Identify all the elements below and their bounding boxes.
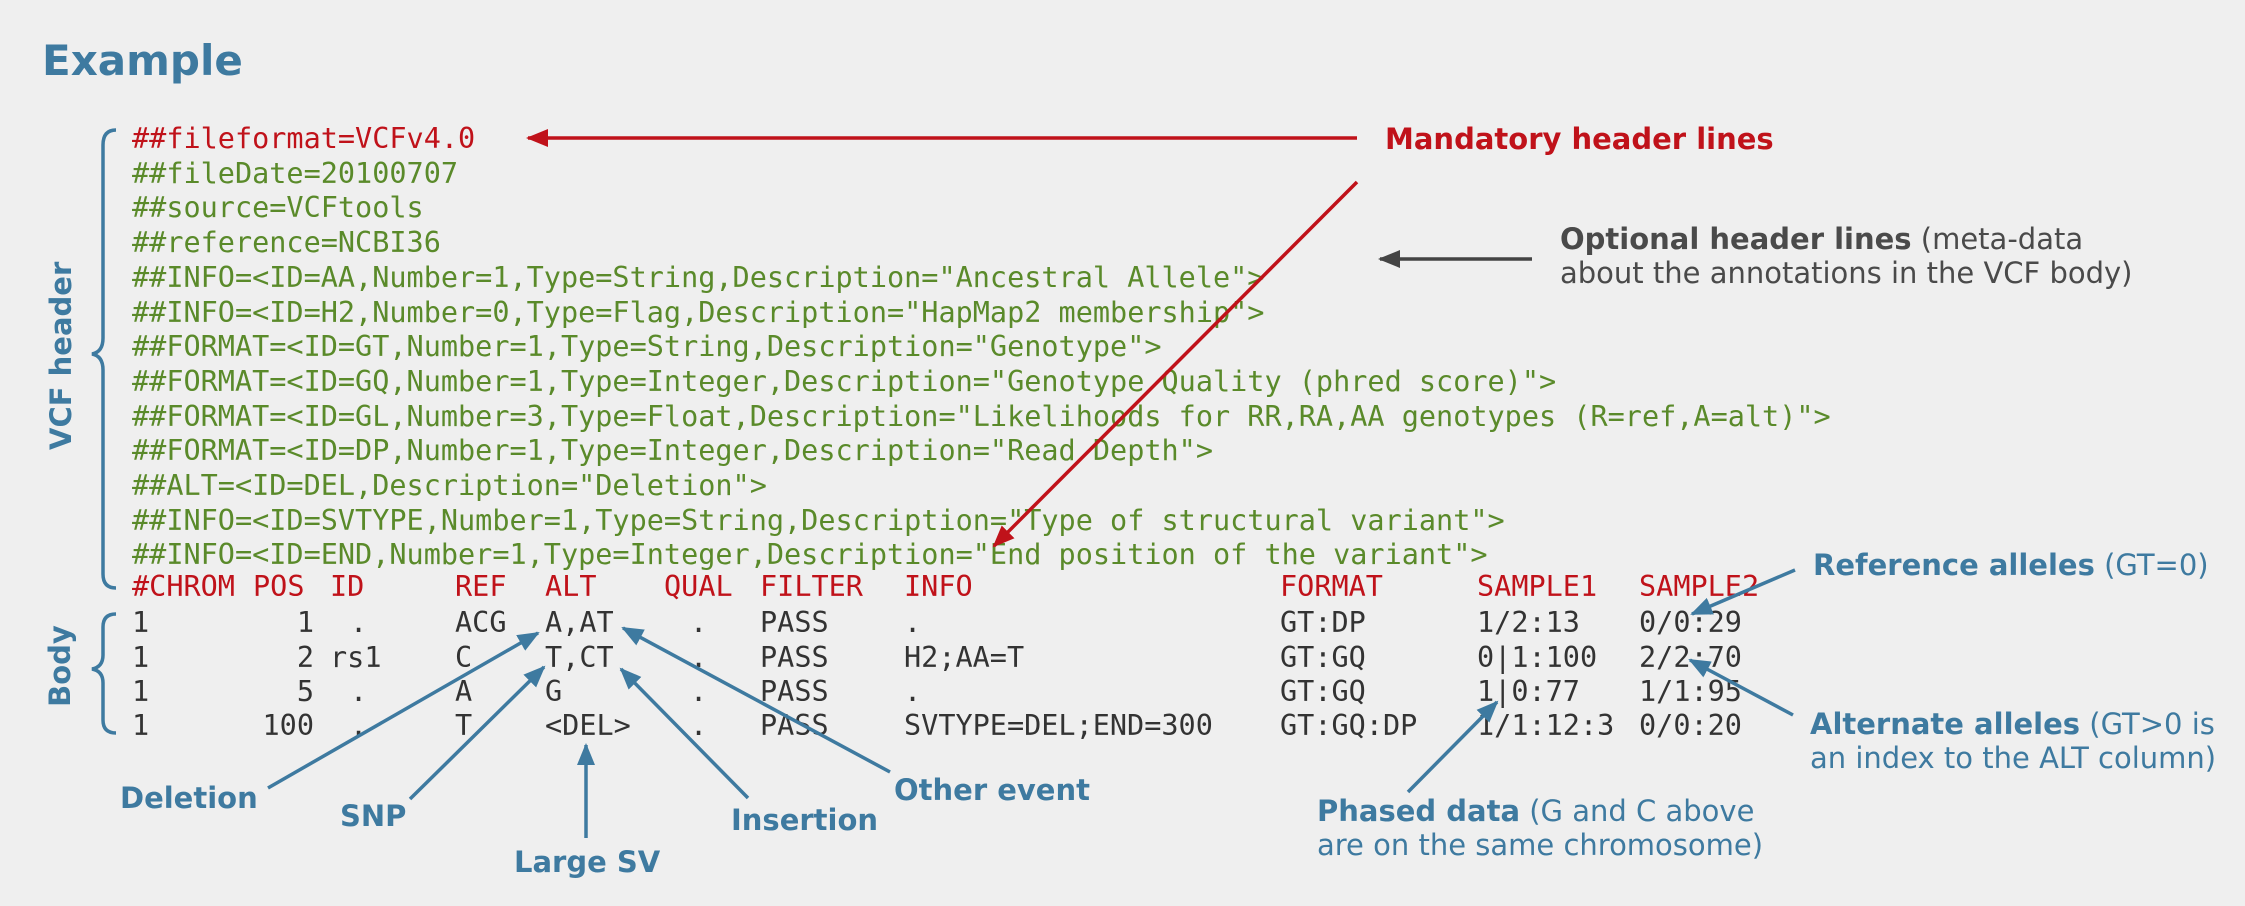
table-cell: GT:GQ:DP bbox=[1280, 709, 1418, 742]
header-line: ##INFO=<ID=END,Number=1,Type=Integer,Des… bbox=[132, 538, 1488, 572]
table-cell: PASS bbox=[760, 709, 829, 742]
column-header: INFO bbox=[904, 570, 973, 603]
table-cell: C bbox=[455, 641, 473, 674]
page-title: Example bbox=[42, 36, 243, 85]
column-header: POS bbox=[253, 570, 305, 603]
table-cell: PASS bbox=[760, 606, 829, 639]
table-cell: 1 bbox=[132, 641, 150, 674]
table-cell: <DEL> bbox=[545, 709, 631, 742]
header-line: ##source=VCFtools bbox=[132, 191, 424, 225]
body-brace bbox=[91, 612, 117, 735]
table-cell: . bbox=[690, 675, 708, 708]
header-line: ##FORMAT=<ID=GL,Number=3,Type=Float,Desc… bbox=[132, 399, 1831, 433]
table-cell: 1 bbox=[296, 606, 314, 639]
phased-data-annotation: Phased data (G and C above are on the sa… bbox=[1317, 794, 1763, 862]
table-cell: rs1 bbox=[330, 641, 382, 674]
header-line: ##INFO=<ID=H2,Number=0,Type=Flag,Descrip… bbox=[132, 295, 1265, 329]
reference-alleles-annotation: Reference alleles (GT=0) bbox=[1813, 548, 2209, 582]
optional-header-desc-2: about the annotations in the VCF body) bbox=[1560, 256, 2133, 290]
optional-header-desc-1: (meta-data bbox=[1920, 222, 2084, 256]
deletion-arrow bbox=[267, 631, 540, 790]
reference-alleles-desc: (GT=0) bbox=[2104, 548, 2209, 582]
header-line: ##FORMAT=<ID=GQ,Number=1,Type=Integer,De… bbox=[132, 364, 1557, 398]
vcf-header-brace bbox=[91, 128, 117, 590]
phased-arrow bbox=[1406, 700, 1499, 794]
optional-header-title: Optional header lines bbox=[1560, 222, 1912, 256]
column-header: SAMPLE1 bbox=[1477, 570, 1598, 603]
reference-arrow bbox=[1690, 568, 1796, 616]
table-cell: 0|1:100 bbox=[1477, 641, 1598, 674]
column-header: SAMPLE2 bbox=[1639, 570, 1760, 603]
table-cell: 2 bbox=[296, 641, 314, 674]
alternate-alleles-desc-2: an index to the ALT column) bbox=[1810, 741, 2217, 775]
other-event-annotation: Other event bbox=[894, 773, 1090, 807]
table-cell: T bbox=[455, 709, 473, 742]
mandatory-arrow-2 bbox=[992, 180, 1359, 548]
table-cell: A,AT bbox=[545, 606, 614, 639]
table-cell: 1/2:13 bbox=[1477, 606, 1580, 639]
reference-alleles-title: Reference alleles bbox=[1813, 548, 2095, 582]
phased-data-desc-1: (G and C above bbox=[1529, 794, 1755, 828]
table-cell: ACG bbox=[455, 606, 507, 639]
header-line: ##FORMAT=<ID=DP,Number=1,Type=Integer,De… bbox=[132, 434, 1213, 468]
deletion-annotation: Deletion bbox=[120, 781, 258, 815]
header-line: ##INFO=<ID=AA,Number=1,Type=String,Descr… bbox=[132, 260, 1265, 294]
table-cell: . bbox=[350, 675, 368, 708]
table-cell: PASS bbox=[760, 675, 829, 708]
alternate-arrow bbox=[1688, 658, 1794, 717]
table-cell: PASS bbox=[760, 641, 829, 674]
table-cell: 5 bbox=[296, 675, 314, 708]
table-cell: 1 bbox=[132, 709, 150, 742]
alternate-alleles-title: Alternate alleles bbox=[1810, 707, 2081, 741]
snp-annotation: SNP bbox=[340, 799, 407, 833]
table-cell: 1 bbox=[132, 606, 150, 639]
optional-header-annotation: Optional header lines (meta-data about t… bbox=[1560, 222, 2132, 290]
table-cell: . bbox=[690, 606, 708, 639]
table-cell: GT:GQ bbox=[1280, 641, 1366, 674]
table-cell: . bbox=[904, 606, 922, 639]
large-sv-annotation: Large SV bbox=[514, 845, 661, 879]
table-cell: G bbox=[545, 675, 563, 708]
table-cell: . bbox=[904, 675, 922, 708]
header-line: ##reference=NCBI36 bbox=[132, 226, 441, 260]
phased-data-desc-2: are on the same chromosome) bbox=[1317, 828, 1764, 862]
alternate-alleles-annotation: Alternate alleles (GT>0 is an index to t… bbox=[1810, 707, 2216, 775]
table-cell: GT:GQ bbox=[1280, 675, 1366, 708]
column-header: ALT bbox=[545, 570, 597, 603]
column-header: #CHROM bbox=[132, 570, 235, 603]
table-cell: A bbox=[455, 675, 473, 708]
header-line: ##ALT=<ID=DEL,Description="Deletion"> bbox=[132, 469, 767, 502]
column-header: FILTER bbox=[760, 570, 863, 603]
table-cell: H2;AA=T bbox=[904, 641, 1025, 674]
table-cell: 1/1:12:3 bbox=[1477, 709, 1615, 742]
insertion-arrow bbox=[619, 667, 750, 800]
header-line: ##fileformat=VCFv4.0 bbox=[132, 122, 476, 155]
table-cell: 0/0:20 bbox=[1639, 709, 1742, 742]
table-cell: . bbox=[690, 709, 708, 742]
table-cell: SVTYPE=DEL;END=300 bbox=[904, 709, 1213, 742]
header-line: ##fileDate=20100707 bbox=[132, 156, 459, 190]
table-cell: GT:DP bbox=[1280, 606, 1366, 639]
table-cell: . bbox=[350, 606, 368, 639]
column-header: ID bbox=[330, 570, 365, 603]
column-header: REF bbox=[455, 570, 507, 603]
column-header: QUAL bbox=[664, 570, 733, 603]
phased-data-title: Phased data bbox=[1317, 794, 1521, 828]
insertion-annotation: Insertion bbox=[731, 803, 879, 837]
column-header: FORMAT bbox=[1280, 570, 1383, 603]
mandatory-header-annotation: Mandatory header lines bbox=[1385, 122, 1774, 156]
alternate-alleles-desc-1: (GT>0 is bbox=[2089, 707, 2215, 741]
table-cell: 100 bbox=[262, 709, 314, 742]
header-line: ##INFO=<ID=SVTYPE,Number=1,Type=String,D… bbox=[132, 503, 1505, 537]
snp-arrow bbox=[408, 665, 546, 801]
table-cell: 1 bbox=[132, 675, 150, 708]
table-cell: T,CT bbox=[545, 641, 614, 674]
other-event-arrow bbox=[621, 626, 891, 774]
header-line: ##FORMAT=<ID=GT,Number=1,Type=String,Des… bbox=[132, 330, 1162, 364]
